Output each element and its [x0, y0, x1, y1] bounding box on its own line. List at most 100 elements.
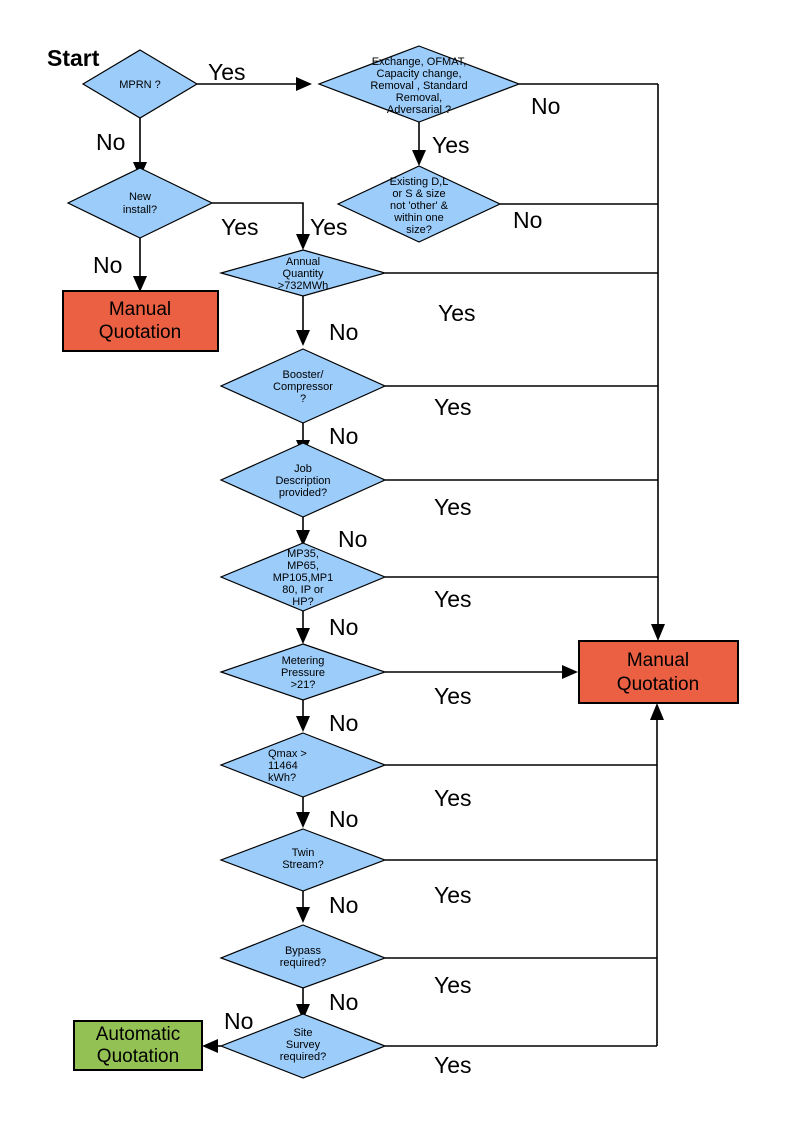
- arrowhead-annual-no: [296, 330, 310, 346]
- decision-mp-line2: MP65,: [287, 560, 319, 572]
- decision-mp-line5: HP?: [292, 596, 313, 608]
- decision-exchange[interactable]: Exchange, OFMAT, Capacity change, Remova…: [317, 45, 521, 123]
- decision-mp-line1: MP35,: [287, 548, 319, 560]
- decision-qmax-line3: kWh?: [268, 772, 296, 784]
- label-bypass-no: No: [329, 989, 358, 1015]
- label-job-yes: Yes: [434, 494, 472, 520]
- decision-new-install-line2: install?: [123, 204, 157, 216]
- label-mp-no: No: [329, 614, 358, 640]
- label-exchange-no: No: [531, 93, 560, 119]
- label-metering-yes: Yes: [434, 683, 472, 709]
- label-annual-yes: Yes: [438, 300, 476, 326]
- label-annual-no: No: [329, 319, 358, 345]
- arrowhead-site-no: [202, 1039, 218, 1053]
- arrowhead-metering-yes: [562, 665, 578, 679]
- start-label: Start: [47, 45, 100, 71]
- label-site-no: No: [224, 1008, 253, 1034]
- arrowhead-new-install-no: [133, 276, 147, 292]
- decision-qmax-line1: Qmax >: [268, 748, 307, 760]
- decision-bypass-line2: required?: [280, 957, 326, 969]
- label-new-install-no: No: [93, 252, 122, 278]
- decision-twin-line1: Twin: [292, 847, 315, 859]
- arrowhead-bypass-no: [296, 1004, 310, 1020]
- manual-right-line2: Quotation: [617, 674, 699, 695]
- decision-new-install-line1: New: [129, 191, 151, 203]
- label-booster-no: No: [329, 423, 358, 449]
- terminal-manual-quotation-right[interactable]: Manual Quotation: [578, 640, 739, 704]
- decision-booster-line2: Compressor: [273, 381, 333, 393]
- decision-twin-line2: Stream?: [282, 859, 324, 871]
- arrowhead-qmax-no: [296, 812, 310, 828]
- decision-metering-line3: >21?: [291, 679, 316, 691]
- manual-left-line1: Manual: [109, 299, 171, 320]
- decision-qmax-line2: 11464: [268, 760, 298, 772]
- arrowhead-lower-trunk: [650, 703, 664, 720]
- decision-annual-line1: Annual: [286, 256, 320, 268]
- decision-site-survey[interactable]: Site Survey required?: [219, 1013, 387, 1079]
- decision-twin-stream[interactable]: Twin Stream?: [219, 828, 387, 892]
- decision-job-line2: Description: [275, 475, 330, 487]
- decision-existing-line4: within one: [393, 212, 444, 224]
- label-qmax-yes: Yes: [434, 785, 472, 811]
- decision-annual-quantity[interactable]: Annual Quantity >732MWh: [218, 249, 388, 297]
- decision-site-line2: Survey: [286, 1039, 321, 1051]
- decision-bypass[interactable]: Bypass required?: [219, 924, 387, 989]
- decision-job-description[interactable]: Job Description provided?: [219, 442, 387, 518]
- arrowhead-exchange-yes: [412, 150, 426, 166]
- arrowhead-metering-no: [296, 716, 310, 732]
- label-new-install-yes: Yes: [221, 214, 259, 240]
- decision-existing-line5: size?: [406, 224, 432, 236]
- decision-job-line1: Job: [294, 463, 312, 475]
- decision-mprn-label: MPRN ?: [119, 79, 161, 91]
- decision-mp-codes[interactable]: MP35, MP65, MP105,MP1 80, IP or HP?: [219, 542, 387, 612]
- arrowhead-mp-no: [296, 628, 310, 644]
- terminal-automatic-quotation[interactable]: Automatic Quotation: [73, 1020, 203, 1071]
- decision-exchange-line4: Removal,: [396, 92, 442, 104]
- label-bypass-yes: Yes: [434, 972, 472, 998]
- arrowhead-twin-no: [296, 907, 310, 923]
- automatic-line1: Automatic: [96, 1024, 180, 1045]
- label-mp-yes: Yes: [434, 586, 472, 612]
- manual-right-line1: Manual: [627, 650, 689, 671]
- label-booster-yes: Yes: [434, 394, 472, 420]
- arrowhead-new-install-yes: [296, 234, 310, 250]
- decision-site-line3: required?: [280, 1051, 326, 1063]
- decision-new-install[interactable]: New install?: [66, 167, 214, 239]
- label-site-yes: Yes: [434, 1052, 472, 1078]
- decision-booster-line3: ?: [300, 393, 306, 405]
- label-mprn-yes: Yes: [208, 59, 246, 85]
- decision-metering-pressure[interactable]: Metering Pressure >21?: [219, 643, 387, 701]
- label-exchange-yes: Yes: [432, 132, 470, 158]
- label-qmax-no: No: [329, 806, 358, 832]
- label-existing-no: No: [513, 207, 542, 233]
- decision-existing-line3: not 'other' &: [390, 200, 449, 212]
- label-metering-no: No: [329, 710, 358, 736]
- terminal-manual-quotation-left[interactable]: Manual Quotation: [62, 290, 219, 352]
- decision-annual-line2: Quantity: [283, 268, 324, 280]
- decision-annual-line3: >732MWh: [278, 280, 328, 292]
- edge-labels: Yes No No Yes Yes No No Yes Yes No Yes N…: [93, 59, 560, 1078]
- decision-existing-line1: Existing D,L: [390, 176, 449, 188]
- decision-existing-dls[interactable]: Existing D,L or S & size not 'other' & w…: [336, 165, 502, 243]
- arrowhead-job-no: [296, 530, 310, 546]
- decision-booster[interactable]: Booster/ Compressor ?: [219, 348, 387, 424]
- decision-exchange-line2: Capacity change,: [377, 68, 462, 80]
- decision-job-line3: provided?: [279, 487, 327, 499]
- decision-mprn[interactable]: MPRN ?: [81, 49, 199, 119]
- decision-metering-line2: Pressure: [281, 667, 325, 679]
- edge-new-install-yes: [212, 202, 304, 234]
- label-job-no: No: [338, 526, 367, 552]
- decision-bypass-line1: Bypass: [285, 945, 322, 957]
- decision-exchange-line1: Exchange, OFMAT,: [372, 56, 467, 68]
- decision-metering-line1: Metering: [282, 655, 325, 667]
- decision-mp-line4: 80, IP or: [282, 584, 324, 596]
- label-mprn-no: No: [96, 129, 125, 155]
- decision-qmax[interactable]: Qmax > 11464 kWh?: [219, 732, 387, 798]
- arrowhead-mprn-yes: [296, 77, 312, 91]
- label-existing-yes: Yes: [310, 214, 348, 240]
- decision-site-line1: Site: [294, 1027, 313, 1039]
- label-twin-yes: Yes: [434, 882, 472, 908]
- manual-left-line2: Quotation: [99, 322, 181, 343]
